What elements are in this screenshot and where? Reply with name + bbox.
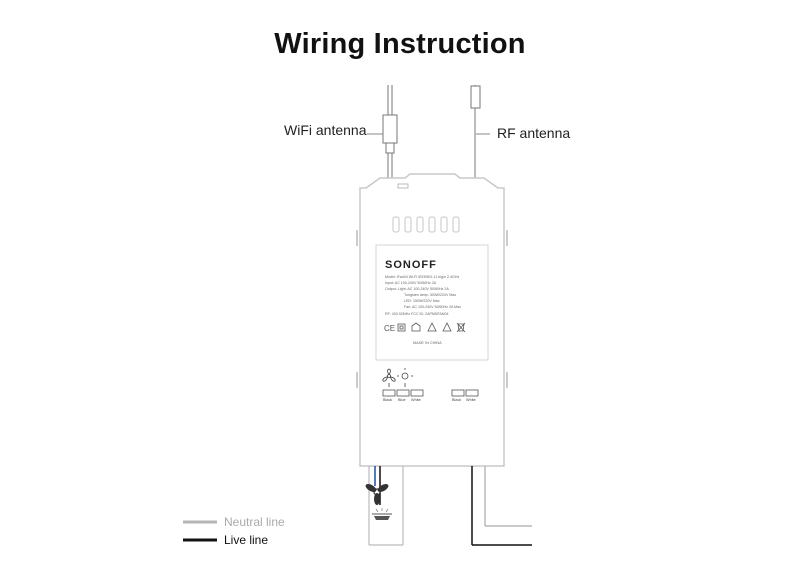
terminal-labels: Black Blue White Black White	[383, 398, 476, 402]
spec-line: RF: 433.92MHz FCC ID: 2APN5IFAN04	[385, 312, 449, 316]
input-wires	[471, 466, 532, 546]
terminal-label: White	[411, 398, 421, 402]
legend: Neutral line Live line	[183, 515, 285, 547]
terminal-block	[382, 389, 396, 397]
lamp-load-icon	[372, 508, 392, 520]
terminal-block	[396, 389, 410, 397]
caution-icon	[442, 322, 452, 332]
fan-symbol-icon	[382, 368, 396, 387]
device-vents	[392, 216, 460, 233]
spec-line: LED: 150W/220V Max	[404, 299, 440, 303]
spec-line: Output: Light: AC 100-240V 50/60Hz 2A	[385, 287, 449, 291]
page-title: Wiring Instruction	[274, 28, 526, 60]
spec-line: Fan: AC 100-240V 50/60Hz 2A Max	[404, 305, 461, 309]
spec-line: Model: iFan04 Wi-Fi IEEE802.11 b/g/n 2.4…	[385, 275, 459, 279]
light-symbol-icon	[397, 368, 413, 387]
wifi-antenna	[382, 85, 398, 178]
fan-load-icon	[365, 484, 389, 505]
terminal-block	[465, 389, 479, 397]
terminal-label: Black	[383, 398, 392, 402]
device-spec-text: Model: iFan04 Wi-Fi IEEE802.11 b/g/n 2.4…	[385, 275, 461, 316]
indoor-use-icon	[411, 322, 421, 332]
certification-icons: CE	[384, 322, 466, 333]
device-housing	[356, 173, 508, 467]
live-legend-label: Live line	[224, 533, 268, 547]
terminal-label: Black	[452, 398, 461, 402]
neutral-legend-label: Neutral line	[224, 515, 285, 529]
terminal-label: Blue	[398, 398, 406, 402]
ce-mark-icon: CE	[384, 324, 395, 333]
rf-antenna	[470, 85, 481, 178]
device-brand: SONOFF	[385, 259, 437, 271]
rf-antenna-label: RF antenna	[497, 125, 571, 141]
spec-line: Tungsten lamp: 300W/220V Max	[404, 293, 456, 297]
spec-line: Input: AC 100-240V 50/60Hz 2A	[385, 281, 437, 285]
double-insulation-icon	[397, 323, 406, 332]
warning-icon	[427, 322, 437, 332]
terminal-blocks	[382, 389, 479, 397]
output-wires	[368, 466, 404, 546]
terminal-block	[451, 389, 465, 397]
made-in-label: MADE IN CHINA	[413, 341, 442, 345]
device-label-box	[375, 244, 489, 361]
weee-bin-icon	[457, 323, 465, 332]
terminal-label: White	[466, 398, 476, 402]
wifi-antenna-label: WiFi antenna	[284, 122, 367, 138]
terminal-block	[410, 389, 424, 397]
